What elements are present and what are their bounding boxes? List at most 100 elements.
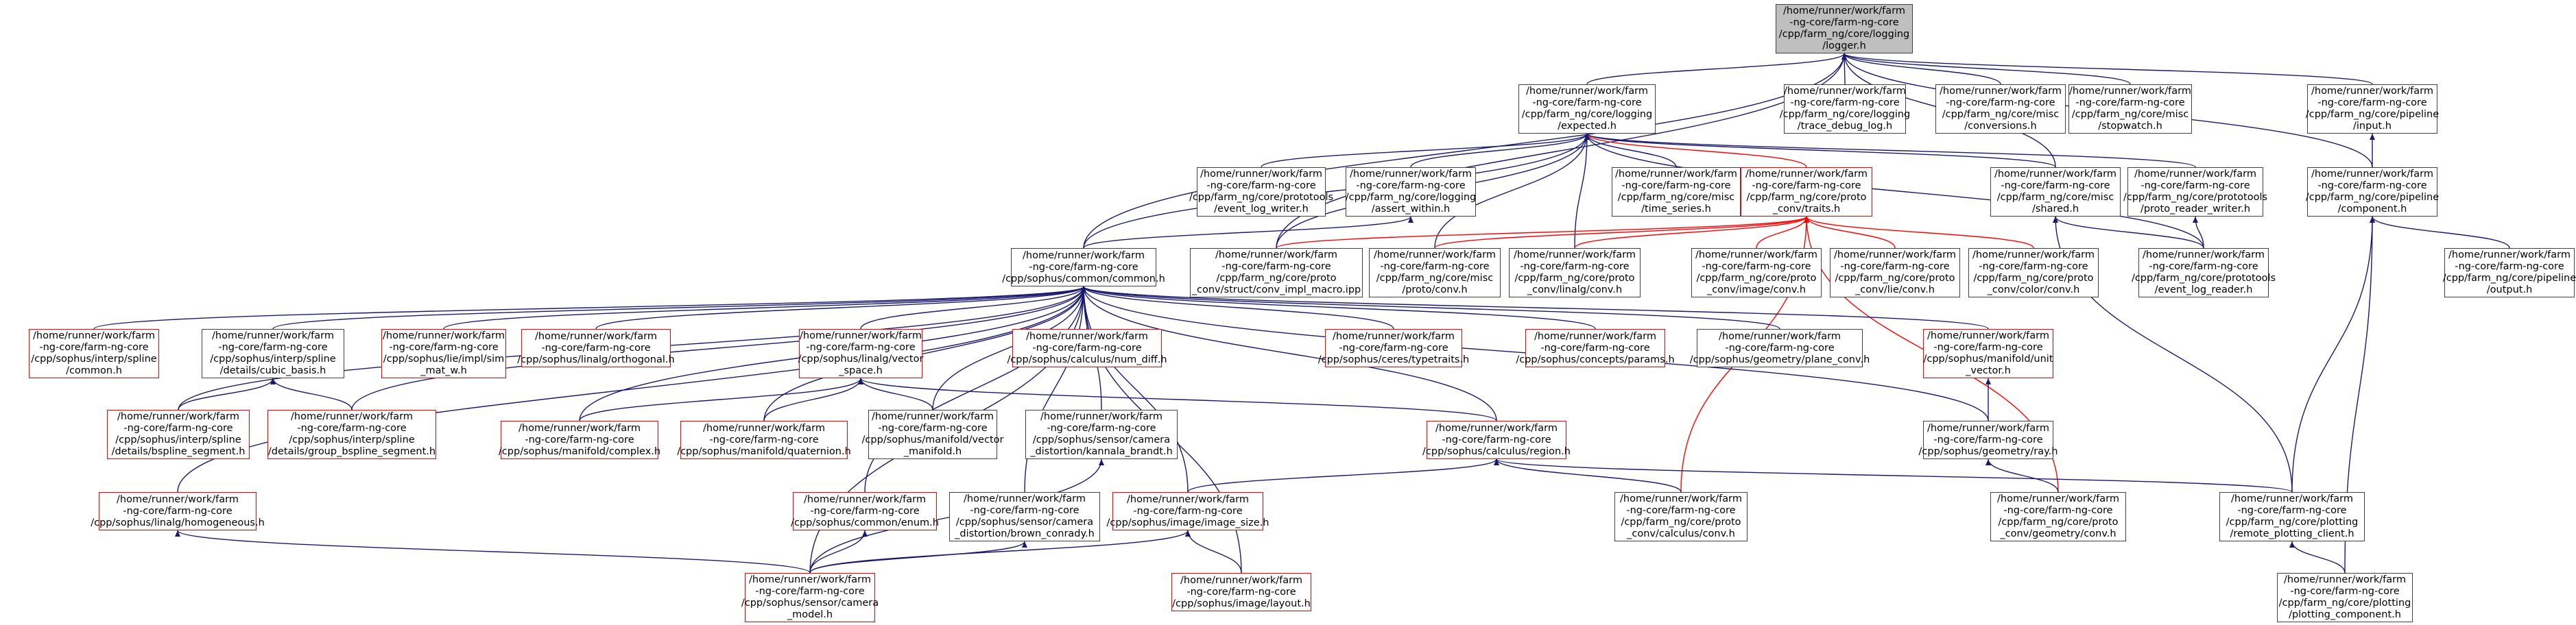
node-cubic-basis[interactable]: /home/runner/work/farm -ng-core/farm-ng-… [202, 329, 344, 378]
edge-complex-to-vector-space [579, 378, 863, 421]
edge-remote-plotting-client-to-region [1494, 458, 2293, 493]
edge-cubic-basis-to-common [272, 286, 1086, 330]
edge-unit-vector-to-common [1081, 286, 1989, 330]
node-quaternion[interactable]: /home/runner/work/farm -ng-core/farm-ng-… [677, 421, 851, 459]
node-bspline-segment[interactable]: /home/runner/work/farm -ng-core/farm-ng-… [107, 410, 250, 459]
node-layout[interactable]: /home/runner/work/farm -ng-core/farm-ng-… [1171, 573, 1311, 611]
node-lie-conv[interactable]: /home/runner/work/farm -ng-core/farm-ng-… [1830, 248, 1960, 297]
node-remote-plotting-client[interactable]: /home/runner/work/farm -ng-core/farm-ng-… [2219, 492, 2365, 541]
node-sim-mat-w[interactable]: /home/runner/work/farm -ng-core/farm-ng-… [381, 329, 506, 378]
node-interp-common[interactable]: /home/runner/work/farm -ng-core/farm-ng-… [29, 329, 159, 378]
node-calculus-conv[interactable]: /home/runner/work/farm -ng-core/farm-ng-… [1614, 492, 1748, 541]
node-event-log-reader[interactable]: /home/runner/work/farm -ng-core/farm-ng-… [2132, 248, 2276, 297]
node-color-conv[interactable]: /home/runner/work/farm -ng-core/farm-ng-… [1968, 248, 2099, 297]
node-plane-conv[interactable]: /home/runner/work/farm -ng-core/farm-ng-… [1690, 329, 1870, 367]
node-common[interactable]: /home/runner/work/farm -ng-core/farm-ng-… [1002, 248, 1165, 286]
edge-group-bspline-segment-to-cubic-basis [270, 378, 353, 410]
node-manifold-vector[interactable]: /home/runner/work/farm -ng-core/farm-ng-… [862, 410, 1003, 459]
node-group-bspline-segment[interactable]: /home/runner/work/farm -ng-core/farm-ng-… [267, 410, 436, 459]
edge-plotting-component-to-remote-plotting-client [2289, 541, 2346, 574]
node-trace-debug-log[interactable]: /home/runner/work/farm -ng-core/farm-ng-… [1780, 84, 1910, 134]
node-shared[interactable]: /home/runner/work/farm -ng-core/farm-ng-… [1990, 167, 2121, 217]
node-conversions[interactable]: /home/runner/work/farm -ng-core/farm-ng-… [1935, 84, 2066, 134]
edge-quaternion-to-vector-space [763, 378, 863, 421]
node-pipeline-output[interactable]: /home/runner/work/farm -ng-core/farm-ng-… [2443, 248, 2576, 297]
node-proto-reader-writer[interactable]: /home/runner/work/farm -ng-core/farm-ng-… [2123, 167, 2267, 217]
node-homogeneous[interactable]: /home/runner/work/farm -ng-core/farm-ng-… [91, 492, 265, 530]
node-ray[interactable]: /home/runner/work/farm -ng-core/farm-ng-… [1919, 421, 2058, 459]
node-camera-model[interactable]: /home/runner/work/farm -ng-core/farm-ng-… [741, 573, 879, 622]
edge-proto-conv-traits-to-expected [1584, 133, 1807, 168]
node-enum[interactable]: /home/runner/work/farm -ng-core/farm-ng-… [791, 492, 939, 530]
edge-camera-model-to-brown-conrady [809, 541, 1027, 574]
edge-shared-to-expected [1584, 133, 2056, 168]
node-geometry-conv[interactable]: /home/runner/work/farm -ng-core/farm-ng-… [1990, 492, 2126, 541]
edge-calculus-conv-to-region [1494, 458, 1682, 493]
node-stopwatch[interactable]: /home/runner/work/farm -ng-core/farm-ng-… [2068, 84, 2192, 134]
node-complex[interactable]: /home/runner/work/farm -ng-core/farm-ng-… [499, 421, 660, 459]
edge-conversions-to-logger [1841, 53, 2001, 85]
edge-region-to-vector-space [858, 378, 1497, 421]
edge-sim-mat-w-to-common [443, 286, 1086, 330]
edge-event-log-reader-to-expected [1584, 133, 2204, 249]
edge-homogeneous-to-common [177, 286, 1086, 493]
edge-bspline-segment-to-cubic-basis [178, 378, 276, 410]
edge-camera-model-to-enum [809, 530, 868, 574]
edge-pipeline-output-to-component [2370, 216, 2510, 249]
node-proto-conv-traits[interactable]: /home/runner/work/farm -ng-core/farm-ng-… [1741, 167, 1872, 217]
node-vector-space[interactable]: /home/runner/work/farm -ng-core/farm-ng-… [798, 329, 923, 378]
edge-geometry-conv-to-ray [1985, 458, 2059, 493]
edge-time-series-to-expected [1584, 133, 1677, 168]
node-image-size[interactable]: /home/runner/work/farm -ng-core/farm-ng-… [1107, 492, 1269, 530]
node-kannala-brandt[interactable]: /home/runner/work/farm -ng-core/farm-ng-… [1025, 410, 1178, 459]
node-event-log-writer[interactable]: /home/runner/work/farm -ng-core/farm-ng-… [1189, 167, 1333, 217]
edge-lie-conv-to-proto-conv-traits [1804, 216, 1896, 249]
edge-brown-conrady-to-common [1024, 286, 1086, 493]
node-misc-proto-conv[interactable]: /home/runner/work/farm -ng-core/farm-ng-… [1369, 248, 1501, 297]
edge-linalg-conv-to-proto-conv-traits [1574, 216, 1809, 249]
node-input[interactable]: /home/runner/work/farm -ng-core/farm-ng-… [2306, 84, 2439, 134]
edge-quaternion-to-common [763, 286, 1086, 421]
node-logger[interactable]: /home/runner/work/farm -ng-core/farm-ng-… [1776, 4, 1913, 53]
node-expected[interactable]: /home/runner/work/farm -ng-core/farm-ng-… [1518, 84, 1656, 134]
edge-plane-conv-to-common [1081, 286, 1780, 330]
edge-region-to-common [1081, 286, 1497, 421]
edge-misc-proto-conv-to-expected [1434, 133, 1590, 249]
edge-layout-to-image-size [1185, 530, 1242, 574]
edge-input-to-logger [1841, 53, 2373, 85]
node-num-diff[interactable]: /home/runner/work/farm -ng-core/farm-ng-… [1007, 329, 1167, 367]
node-brown-conrady[interactable]: /home/runner/work/farm -ng-core/farm-ng-… [949, 492, 1100, 541]
edge-conv-impl-macro-to-logger [1276, 53, 1847, 249]
node-image-conv[interactable]: /home/runner/work/farm -ng-core/farm-ng-… [1691, 248, 1822, 297]
edge-interp-common-to-common [93, 286, 1086, 330]
edge-remote-plotting-client-to-component [2291, 216, 2375, 493]
edge-misc-proto-conv-to-proto-conv-traits [1434, 216, 1809, 249]
node-region[interactable]: /home/runner/work/farm -ng-core/farm-ng-… [1422, 421, 1571, 459]
edge-expected-to-logger [1586, 53, 1847, 85]
node-component[interactable]: /home/runner/work/farm -ng-core/farm-ng-… [2306, 167, 2439, 217]
node-unit-vector[interactable]: /home/runner/work/farm -ng-core/farm-ng-… [1923, 329, 2053, 378]
node-conv-impl-macro[interactable]: /home/runner/work/farm -ng-core/farm-ng-… [1190, 248, 1363, 297]
edge-camera-model-to-homogeneous [175, 530, 811, 574]
edge-color-conv-to-proto-conv-traits [1804, 216, 2034, 249]
edge-event-log-reader-to-proto-reader-writer [2193, 216, 2204, 249]
node-plotting-component[interactable]: /home/runner/work/farm -ng-core/farm-ng-… [2277, 573, 2413, 622]
edge-stopwatch-to-logger [1841, 53, 2131, 85]
edge-camera-model-to-image-size [809, 530, 1191, 574]
edge-common-to-expected [1083, 133, 1590, 249]
node-linalg-conv[interactable]: /home/runner/work/farm -ng-core/farm-ng-… [1509, 248, 1641, 297]
node-params[interactable]: /home/runner/work/farm -ng-core/farm-ng-… [1516, 329, 1675, 367]
node-assert-within[interactable]: /home/runner/work/farm -ng-core/farm-ng-… [1346, 167, 1476, 217]
edge-image-size-to-region [1187, 458, 1499, 493]
edge-common-to-logger [1083, 53, 1847, 249]
edge-event-log-reader-to-shared [2053, 216, 2204, 249]
node-typetraits[interactable]: /home/runner/work/farm -ng-core/farm-ng-… [1318, 329, 1469, 367]
node-orthogonal[interactable]: /home/runner/work/farm -ng-core/farm-ng-… [517, 329, 675, 367]
edge-manifold-vector-to-common [932, 286, 1086, 410]
edge-linalg-conv-to-expected [1574, 133, 1590, 249]
node-time-series[interactable]: /home/runner/work/farm -ng-core/farm-ng-… [1612, 167, 1741, 217]
edge-proto-reader-writer-to-expected [1584, 133, 2196, 168]
edge-params-to-common [1081, 286, 1596, 330]
